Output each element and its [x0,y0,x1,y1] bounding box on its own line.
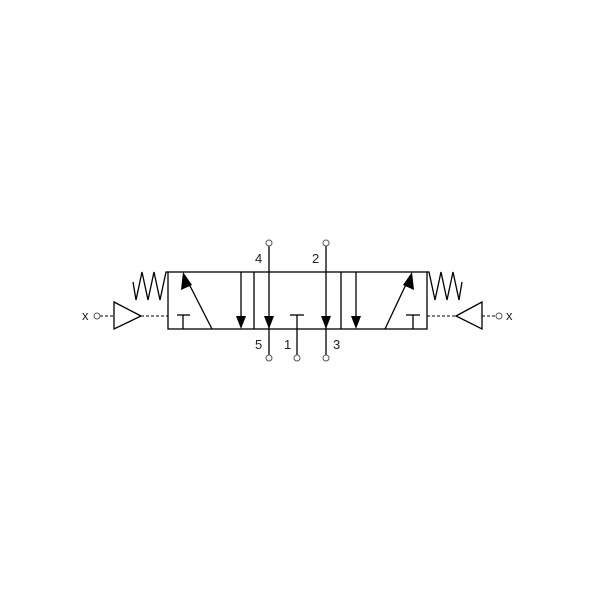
arrow-head [351,316,361,329]
left-position [177,272,246,330]
pilot-port-right [495,312,503,320]
flow-arrow [384,277,410,330]
pilot-right-label: x [506,308,513,323]
arrow-head [181,272,192,290]
pilot-left: x [82,300,168,331]
port-label-3: 3 [333,337,340,352]
arrow-head [236,316,246,329]
arrow-head [321,316,331,329]
port-3 [322,354,330,362]
port-1 [293,354,301,362]
flow-arrow [185,277,213,330]
port-2 [322,239,330,247]
port-label-4: 4 [255,251,262,266]
pilot-triangle-icon [113,300,143,331]
port-label-1: 1 [284,337,291,352]
pilot-left-label: x [82,308,89,323]
pilot-triangle-icon [454,300,483,331]
pilot-right: x [427,300,513,331]
port-label-5: 5 [255,337,262,352]
port-label-2: 2 [312,251,319,266]
arrow-head [264,316,274,329]
spring-right-icon [427,271,463,301]
center-position [264,243,331,358]
port-4 [265,239,273,247]
port-5 [265,354,273,362]
arrow-head [403,272,414,290]
right-position [351,272,420,330]
pilot-port-left [93,312,101,320]
spring-left-icon [132,271,168,301]
